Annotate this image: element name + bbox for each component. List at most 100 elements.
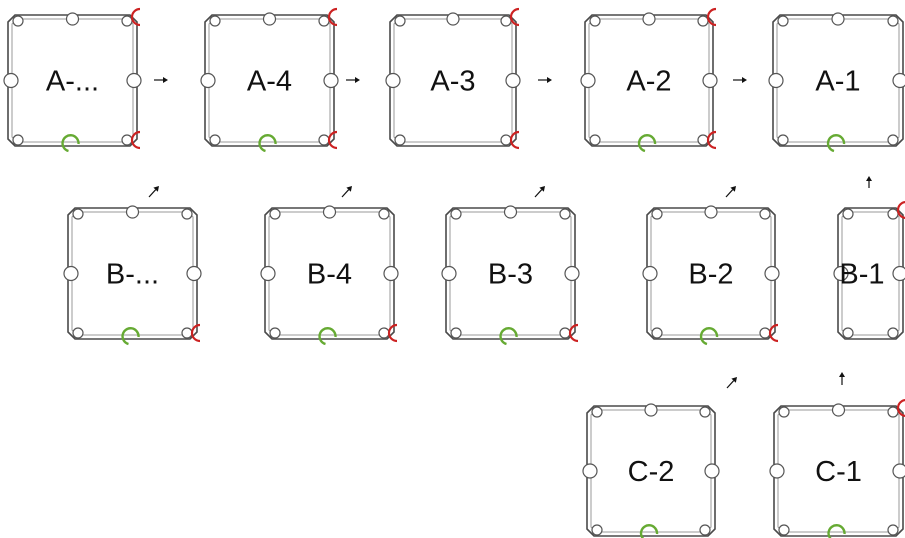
corner-notch [887,208,899,220]
tile-frame [646,207,776,340]
top-notch [831,403,846,417]
corner-notch [394,15,406,27]
left-notch [582,463,598,479]
right-notch [892,463,905,479]
left-notch [768,72,784,89]
right-notch [892,265,905,282]
corner-notch [450,208,462,220]
corner-notch [559,208,571,220]
male-connector-icon [706,7,717,27]
left-notch [833,265,849,282]
top-notch [322,205,337,219]
left-notch [200,72,216,89]
tile-label: A-2 [626,66,671,98]
female-connector-icon [827,524,846,538]
tile-label: A-... [46,66,99,98]
corner-notch [651,208,663,220]
corner-notch [887,524,899,536]
corner-notch [12,15,24,27]
tile-a-1: A-1 [768,12,905,153]
tile-frame [586,405,716,537]
male-connector-icon [706,130,717,150]
corner-notch [209,15,221,27]
female-connector-icon [699,327,719,346]
male-connector-icon [387,323,398,343]
right-notch [126,72,142,89]
corner-notch [887,134,899,146]
female-connector-icon [318,327,337,346]
tile-c-1: C-1 [769,399,905,538]
corner-notch [699,406,711,418]
top-notch [642,12,656,26]
corner-notch [842,208,854,220]
right-notch [702,72,718,89]
arrow-b-3-to-a-2 [534,186,545,198]
tile-label: B-2 [688,259,733,291]
top-notch [125,205,140,219]
tile-b-3: B-3 [441,205,580,346]
tile-label: B-... [106,259,159,291]
corner-notch [121,15,133,27]
female-connector-icon [637,134,657,153]
corner-notch [777,15,789,27]
male-connector-icon [509,130,520,150]
tile-frame [772,14,904,147]
tile-a-2: A-2 [580,7,718,153]
female-connector-icon [639,524,659,538]
male-connector-icon [896,201,905,219]
male-connector-icon [768,323,779,343]
corner-notch [318,134,330,146]
arrow-c-1-to-b-1 [839,372,845,385]
corner-notch [450,327,462,339]
right-notch [892,72,905,89]
left-notch [441,265,457,282]
corner-notch [378,327,390,339]
tile-label: B-3 [488,259,533,291]
male-connector-icon [327,7,338,27]
tile-b-more: B-... [63,205,202,346]
corner-notch [778,524,790,536]
corner-notch [651,327,663,339]
top-notch [65,12,80,26]
male-connector-icon [130,7,141,27]
corner-notch [378,208,390,220]
male-connector-icon [509,7,520,27]
top-notch [503,205,518,219]
corner-notch [318,15,330,27]
female-connector-icon [121,327,140,346]
left-notch [3,72,19,89]
corner-notch [181,208,193,220]
tile-label: A-1 [815,66,860,98]
arrow-b-2-to-a-1 [725,186,736,198]
corner-notch [589,134,601,146]
right-notch [323,72,339,89]
right-notch [764,265,780,282]
arrow-a-4-to-a-3 [346,77,360,83]
tile-b-1: B-1 [833,201,905,340]
top-notch [644,403,658,417]
right-notch [505,72,521,89]
corner-notch [121,134,133,146]
corner-notch [72,208,84,220]
corner-notch [500,134,512,146]
top-notch [446,12,460,26]
arrow-b-1-to-a-1 [866,176,872,188]
corner-notch [269,327,281,339]
tile-a-3: A-3 [385,7,521,150]
corner-notch [887,15,899,27]
top-notch [831,12,845,26]
top-notch [262,12,277,26]
tile-a-4: A-4 [200,7,339,153]
left-notch [63,265,79,282]
left-notch [385,72,401,89]
tile-frame [445,207,576,340]
arrow-b-more-to-a-4 [148,186,159,198]
corner-notch [209,134,221,146]
tile-label: C-2 [628,456,675,488]
arrow-a-2-to-a-1 [733,77,747,83]
right-notch [383,265,399,282]
male-connector-icon [190,323,201,343]
corner-notch [269,208,281,220]
corner-notch [500,15,512,27]
